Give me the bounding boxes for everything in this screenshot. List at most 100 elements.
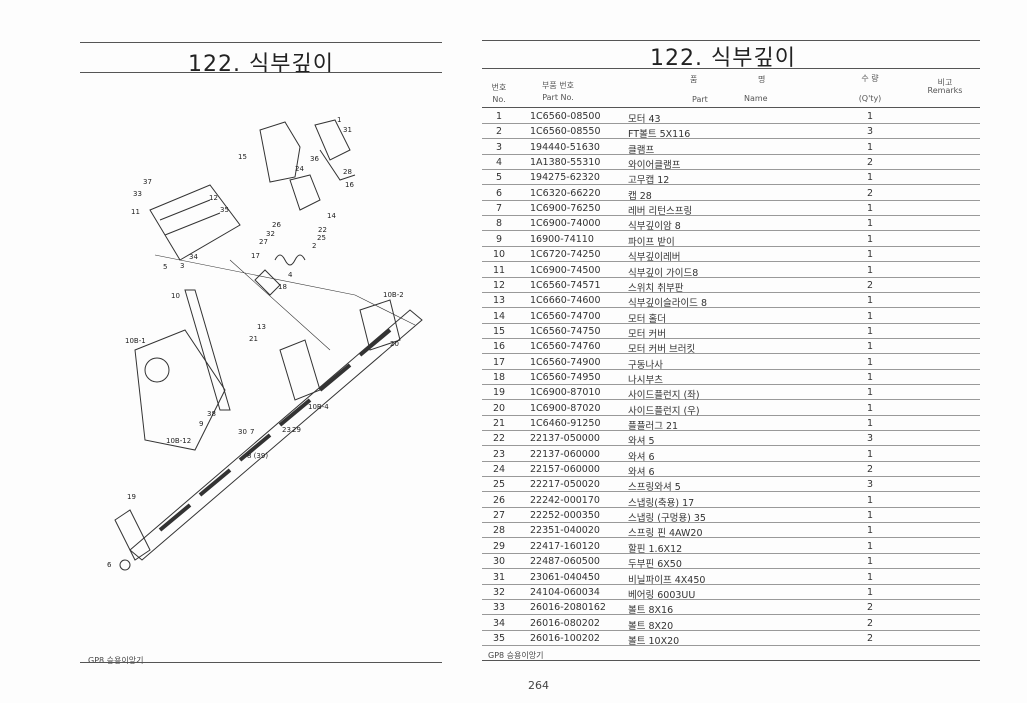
- callout: 10B-12: [166, 437, 192, 445]
- row-qty: 1: [866, 571, 874, 583]
- callout: 34: [189, 253, 198, 261]
- callout: 17: [251, 252, 260, 260]
- callout: 38: [207, 410, 216, 418]
- callout: 11: [131, 208, 140, 216]
- row-part-no: 1C6720-74250: [530, 249, 601, 261]
- header-remarks-ko: 비고: [937, 78, 953, 87]
- motor-cover-shape: [259, 121, 301, 183]
- row-part-name: 파이프 받이: [628, 236, 675, 248]
- left-footer: GP8 승용이앙기: [88, 656, 144, 665]
- lever-shape: [184, 289, 231, 411]
- callout: 35: [220, 206, 229, 214]
- row-qty: 1: [866, 325, 874, 337]
- row-qty: 1: [866, 310, 874, 322]
- row-part-no: 194440-51630: [530, 141, 600, 153]
- row-part-no: 22351-040020: [530, 525, 600, 537]
- row-part-name: 스냅링 (구멍용) 35: [628, 513, 706, 525]
- header-no-en: No.: [492, 95, 506, 104]
- row-qty: 1: [866, 510, 874, 522]
- row-part-name: 사이드플런지 (좌): [628, 390, 700, 402]
- row-part-no: 26016-2080162: [530, 602, 606, 614]
- left-title-rule: [80, 72, 442, 73]
- row-part-name: 구동나사: [628, 359, 663, 371]
- row-no: 16: [492, 341, 506, 353]
- row-qty: 1: [866, 233, 874, 245]
- holder-shape: [289, 174, 321, 211]
- row-qty: 1: [866, 264, 874, 276]
- header-part-no-ko: 부품 번호: [542, 81, 574, 90]
- row-part-no: 1C6900-87020: [530, 402, 601, 414]
- row-no: 24: [492, 464, 506, 476]
- header-no-ko: 번호: [491, 83, 507, 92]
- row-no: 11: [492, 264, 506, 276]
- callout: 33: [133, 190, 142, 198]
- row-part-no: 1C6660-74600: [530, 295, 601, 307]
- callout: 29: [292, 426, 301, 434]
- row-part-no: 1C6460-91250: [530, 418, 601, 429]
- row-part-no: 1C6560-74700: [530, 310, 601, 322]
- spring-shape: [274, 254, 306, 266]
- callout: 8 (39): [247, 452, 269, 460]
- callout: 19: [127, 493, 136, 501]
- callout: 20: [390, 340, 399, 348]
- callout: 3: [180, 262, 185, 270]
- row-qty: 1: [866, 203, 874, 215]
- row-part-no: 1C6560-74760: [530, 341, 601, 353]
- row-part-name: 볼트 10X20: [628, 635, 680, 647]
- row-no: 28: [492, 525, 506, 537]
- header-qty-ko: 수 량: [861, 74, 879, 83]
- row-no: 2: [495, 126, 503, 138]
- row-qty: 3: [866, 126, 874, 138]
- right-top-rule: [482, 40, 980, 41]
- row-no: 18: [492, 371, 506, 383]
- header-remarks-en: Remarks: [927, 86, 963, 95]
- callout: 22: [318, 226, 327, 234]
- row-qty: 1: [866, 295, 874, 307]
- row-part-name: 와셔 6: [628, 451, 655, 463]
- row-part-no: 1C6560-08550: [530, 126, 601, 138]
- row-part-no: 1C6560-74900: [530, 356, 601, 368]
- row-no: 1: [495, 111, 503, 122]
- row-qty: 1: [866, 387, 874, 399]
- row-qty: 2: [866, 157, 874, 169]
- row-qty: 1: [866, 141, 874, 153]
- callout: 14: [327, 212, 336, 220]
- callout: 26: [272, 221, 281, 229]
- callout: 10B-1: [125, 337, 146, 345]
- row-qty: 2: [866, 279, 874, 291]
- row-part-no: 22217-050020: [530, 479, 600, 491]
- row-part-name: 두부핀 6X50: [628, 559, 682, 571]
- row-qty: 1: [866, 494, 874, 506]
- row-part-no: 1C6560-08500: [530, 111, 601, 122]
- gearbox-shape: [134, 329, 226, 451]
- row-qty: 1: [866, 525, 874, 537]
- row-no: 9: [495, 233, 503, 245]
- row-part-name: 베어링 6003UU: [628, 589, 696, 601]
- row-no: 8: [495, 218, 503, 230]
- callout: 13: [257, 323, 266, 331]
- row-no: 23: [492, 448, 506, 460]
- guide-shape: [149, 184, 241, 261]
- row-part-name: 플플러그 21: [628, 421, 679, 432]
- row-part-name: 모터 커버: [628, 328, 666, 340]
- row-no: 30: [492, 556, 506, 568]
- row-qty: 2: [866, 617, 874, 629]
- row-part-no: 26016-080202: [530, 617, 600, 629]
- row-part-no: 1C6560-74571: [530, 279, 601, 291]
- row-qty: 1: [866, 586, 874, 598]
- row-qty: 1: [866, 111, 874, 122]
